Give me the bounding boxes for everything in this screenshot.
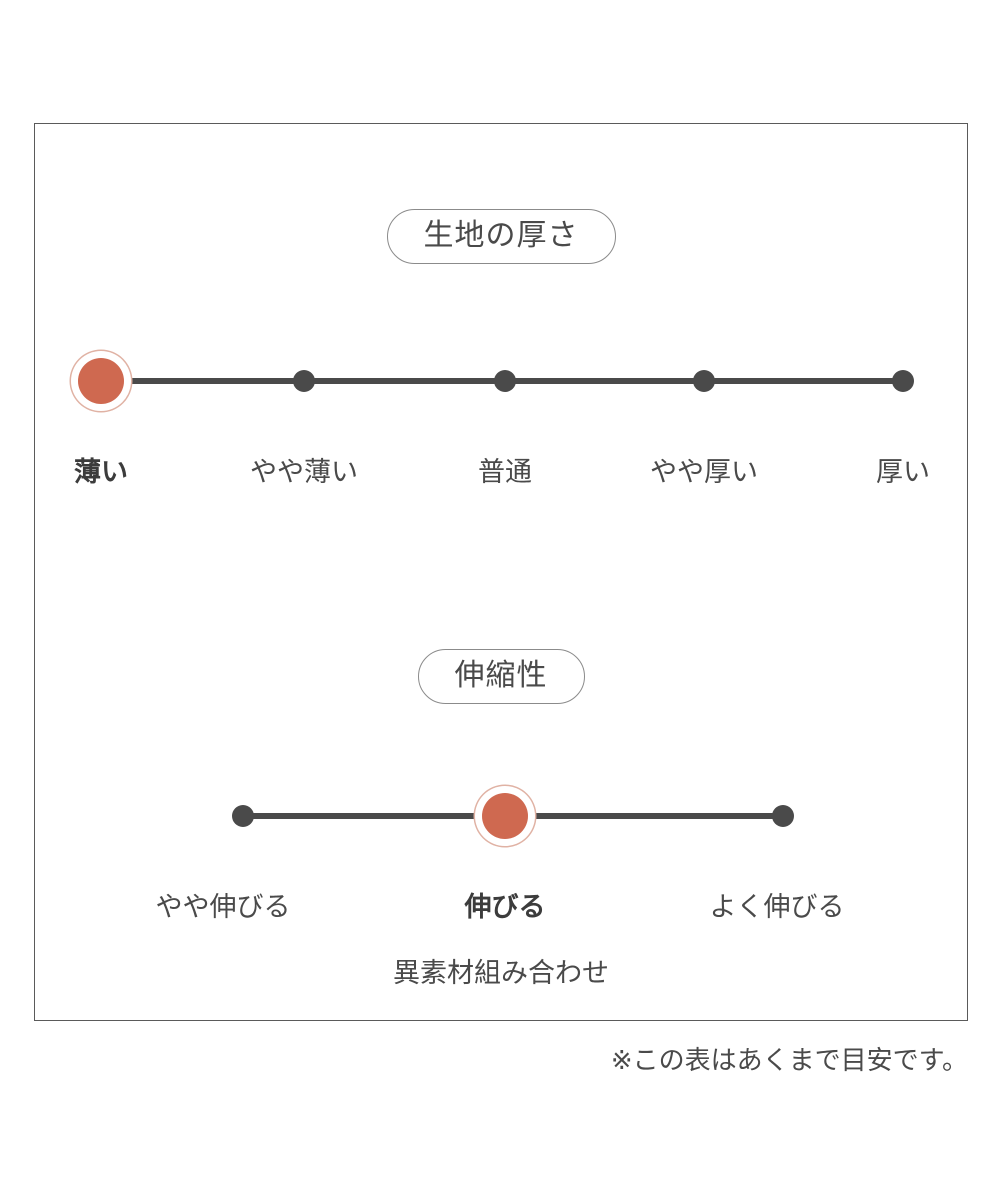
scale-label-fabric-thickness-0: 薄い	[74, 457, 128, 487]
scale-label-fabric-thickness-4: 厚い	[876, 457, 930, 487]
section-title-stretch-wrap: 伸縮性	[35, 649, 967, 704]
scale-dot-fabric-thickness-4[interactable]	[892, 370, 914, 392]
section-title-fabric-thickness-wrap: 生地の厚さ	[35, 209, 967, 264]
scale-dot-stretch-0[interactable]	[232, 805, 254, 827]
scale-label-stretch-1: 伸びる	[464, 892, 546, 922]
scale-dot-fabric-thickness-1[interactable]	[293, 370, 315, 392]
scale-dot-fabric-thickness-0[interactable]	[78, 358, 124, 404]
fabric-spec-panel: 生地の厚さ 薄い やや薄い 普通 やや厚い 厚い 伸縮性 やや伸びる 伸びる よ…	[34, 123, 968, 1021]
section-title-stretch: 伸縮性	[417, 649, 585, 704]
scale-dot-stretch-2[interactable]	[772, 805, 794, 827]
scale-label-fabric-thickness-1: やや薄い	[250, 457, 358, 487]
scale-label-stretch-2: よく伸びる	[709, 892, 845, 922]
section-title-fabric-thickness: 生地の厚さ	[386, 209, 616, 264]
scale-dot-fabric-thickness-2[interactable]	[494, 370, 516, 392]
material-combination-note: 異素材組み合わせ	[393, 958, 609, 988]
disclaimer-footnote: ※この表はあくまで目安です。	[610, 1045, 968, 1075]
scale-dot-stretch-1[interactable]	[482, 793, 528, 839]
scale-label-stretch-0: やや伸びる	[155, 892, 291, 922]
scale-label-fabric-thickness-2: 普通	[478, 457, 532, 487]
scale-label-fabric-thickness-3: やや厚い	[650, 457, 758, 487]
scale-dot-fabric-thickness-3[interactable]	[693, 370, 715, 392]
